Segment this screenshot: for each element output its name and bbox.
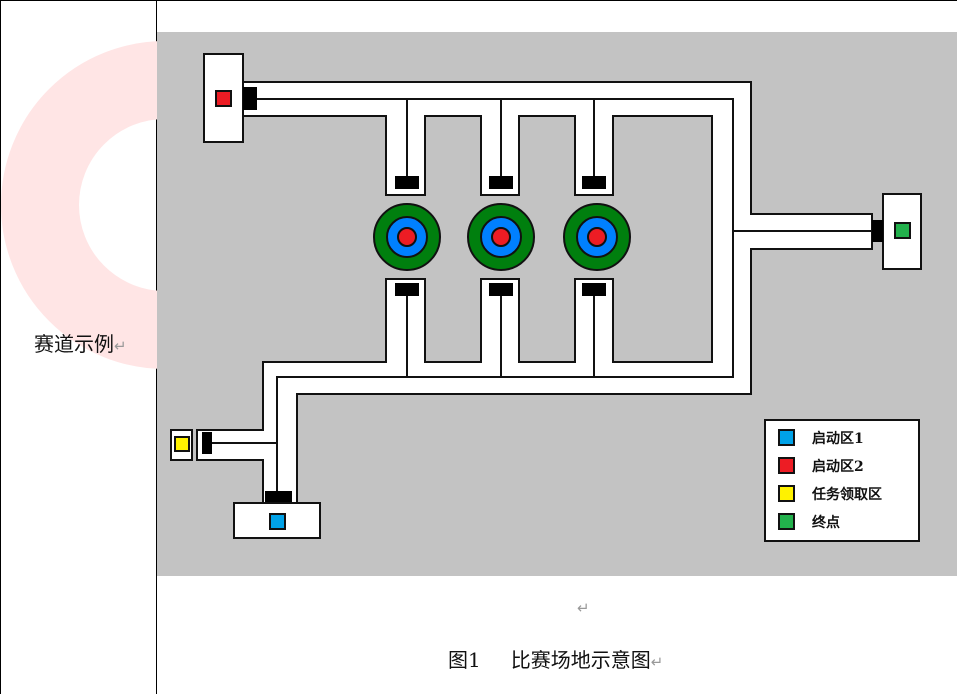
field-lines <box>196 81 873 504</box>
table-row-label: 赛道示例↵ <box>34 330 127 360</box>
target-2 <box>467 203 535 271</box>
legend-swatch-start-zone-2 <box>778 457 795 474</box>
target-center <box>587 227 607 247</box>
legend-label-task-pickup: 任务领取区 <box>811 486 882 503</box>
gate-top-2 <box>489 176 513 189</box>
gate-bottom-2 <box>489 283 513 296</box>
start-zone-2-area <box>203 53 257 143</box>
target-1 <box>373 203 441 271</box>
legend-item-task-pickup: 任务领取区 <box>778 485 882 503</box>
guide-line <box>257 98 734 498</box>
track-lanes <box>196 81 873 504</box>
field-diagram: 启动区1 启动区2 任务领取区 终点 <box>157 32 957 576</box>
finish-zone-marker <box>894 222 911 239</box>
row-label-text: 赛道示例 <box>34 332 114 356</box>
caption-text: 比赛场地示意图 <box>510 648 651 672</box>
start-zone-1-area <box>233 502 321 539</box>
legend-label-start-zone-1: 启动区1 <box>812 430 864 447</box>
legend-swatch-finish <box>778 513 795 530</box>
figure-caption: 图1 比赛场地示意图↵ <box>448 646 663 676</box>
table-border-left <box>0 0 1 694</box>
table-border-top <box>0 0 957 1</box>
start-zone-2-marker <box>215 90 232 107</box>
gate-start-1 <box>265 491 292 503</box>
legend-swatch-task-pickup <box>778 485 795 502</box>
legend-label-start-zone-2: 启动区2 <box>812 458 864 475</box>
start-gate-2 <box>243 87 257 110</box>
finish-zone-area <box>872 193 922 270</box>
gate-top-3 <box>582 176 606 189</box>
gate-bottom-1 <box>395 283 419 296</box>
paragraph-mark-icon: ↵ <box>650 653 664 671</box>
target-center <box>397 227 417 247</box>
task-pickup-zone-marker <box>174 436 190 452</box>
paragraph-mark-icon: ↵ <box>114 337 127 355</box>
task-pickup-zone-area <box>170 429 193 461</box>
gate-task-pickup <box>202 432 212 454</box>
target-center <box>491 227 511 247</box>
start-zone-1-marker <box>269 513 286 530</box>
legend: 启动区1 启动区2 任务领取区 终点 <box>764 419 920 542</box>
legend-item-finish: 终点 <box>778 513 840 531</box>
targets <box>373 203 631 271</box>
empty-paragraph: ↵ <box>577 598 590 617</box>
gate-bottom-3 <box>582 283 606 296</box>
target-3 <box>563 203 631 271</box>
legend-item-start-zone-1: 启动区1 <box>778 429 864 447</box>
legend-swatch-start-zone-1 <box>778 429 795 446</box>
gate-top-1 <box>395 176 419 189</box>
paragraph-mark-icon: ↵ <box>577 599 590 617</box>
legend-label-finish: 终点 <box>812 514 840 531</box>
finish-gate <box>872 220 883 242</box>
legend-item-start-zone-2: 启动区2 <box>778 457 864 475</box>
caption-number: 图1 <box>448 648 481 672</box>
